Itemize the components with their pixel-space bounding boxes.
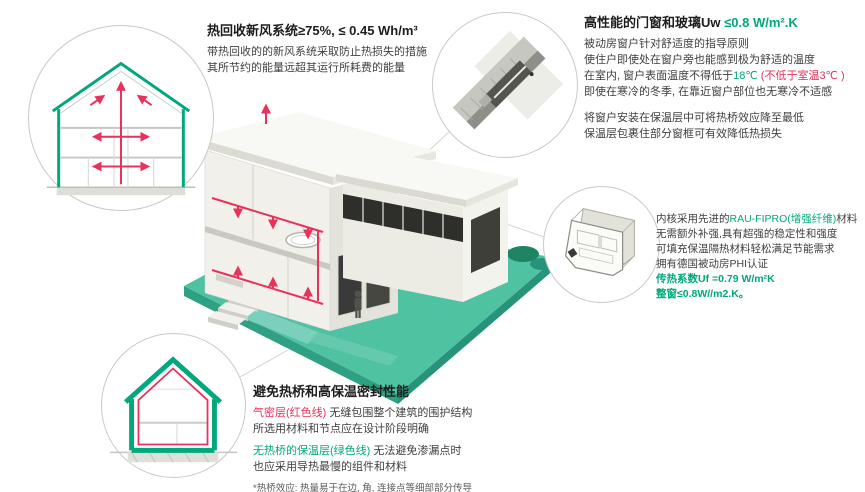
thermal-callout: 避免热桥和高保温密封性能 气密层(红色线) 无缝包围整个建筑的围护结构 所选用材… [253, 383, 593, 492]
profile-callout: 内核采用先进的RAU-FIPRO(增强纤维)材料 无需额外补强,具有超强的稳定性… [656, 212, 864, 302]
glass-pane [493, 65, 527, 99]
windows-title-value: ≤0.8 W/m².K [724, 15, 798, 30]
ventilation-detail-circle [28, 25, 214, 211]
windows-title-text: 高性能的门窗和玻璃Uw [584, 15, 725, 30]
ventilation-line: 其所节约的能量远超其运行所耗费的能量 [207, 62, 405, 74]
windows-line: 保温层包裹住部分窗框可有效降低热损失 [584, 128, 782, 140]
thermal-line: 无热桥的保温层(绿色线) 无法避免渗漏点时 [253, 443, 593, 459]
right-wing [336, 152, 518, 302]
thermal-line: 所选用材料和节点应在设计阶段明确 [253, 423, 429, 435]
ventilation-line: 带热回收的的新风系统采取防止热损失的措施 [207, 46, 427, 58]
isometric-house-illustration [168, 88, 573, 406]
windows-line: 被动房窗户针对舒适度的指导原则 [584, 38, 749, 50]
window-corner-detail-diagram [452, 30, 564, 130]
profile-front-face [564, 219, 624, 277]
profile-line: 内核采用先进的RAU-FIPRO(增强纤维)材料 [656, 212, 864, 227]
ventilation-section-diagram [46, 61, 196, 196]
profile-window-u-value: 整窗≤0.8W//m2.K。 [656, 288, 750, 300]
thermal-line-text: 无缝包围整个建筑的围护结构 [326, 407, 473, 419]
platform-side-right [398, 258, 556, 404]
window-profile-detail-circle [543, 186, 660, 303]
thermal-bridge-footnote: *热桥效应: 热量易于在边, 角, 连接点等细部部分传导 [253, 483, 473, 492]
person-figure [354, 290, 362, 318]
kitchen-counter [216, 274, 243, 288]
thermal-line: 也应采用导热最慢的组件和材料 [253, 461, 407, 473]
window-corner-detail-circle [432, 12, 578, 158]
airtight-layer-label: 气密层(红色线) [253, 407, 327, 419]
windows-line: 使住户即使处在窗户旁也能感到极为舒适的温度 [584, 54, 815, 66]
garden-path [310, 332, 398, 366]
ventilation-callout: 热回收新风系统≥75%, ≤ 0.45 Wh/m³ 带热回收的的新风系统采取防止… [207, 22, 547, 76]
profile-line: 拥有德国被动房PHI认证 [656, 258, 769, 270]
bush [507, 246, 539, 262]
house-cutaway-face [204, 149, 331, 332]
thermal-envelope-diagram [109, 356, 238, 463]
profile-line-text: 材料 [836, 213, 858, 225]
thermal-title: 避免热桥和高保温密封性能 [253, 384, 410, 399]
profile-line-text: 内核采用先进的 [656, 213, 730, 225]
profile-material-name: RAU-FIPRO(增强纤维) [729, 213, 837, 225]
ventilation-ducts [211, 197, 324, 305]
window-profile-diagram [564, 208, 635, 277]
profile-u-value: 传热系数Uf =0.79 W/m²K [656, 273, 775, 285]
windows-callout: 高性能的门窗和玻璃Uw ≤0.8 W/m².K 被动房窗户针对舒适度的指导原则 … [584, 14, 862, 142]
airflow-arrows [89, 80, 153, 185]
isometric-house-diagram [184, 103, 556, 404]
windows-line-text: 在室内, 窗户表面温度不得低于 [584, 70, 734, 82]
thermal-envelope-detail-circle [101, 333, 246, 478]
thermal-line-text: 无法避免渗漏点时 [370, 445, 462, 457]
gasket [567, 247, 578, 258]
roof-slab-wing [336, 152, 518, 200]
profile-line: 可填充保温隔热材料轻松满足节能需求 [656, 243, 835, 255]
windows-temp-note: (不低于室温3℃ ) [757, 70, 845, 82]
windows-title: 高性能的门窗和玻璃Uw ≤0.8 W/m².K [584, 14, 862, 31]
window [471, 207, 500, 273]
insulation-layer-line [124, 356, 222, 404]
windows-line: 将窗户安装在保温层中可将热桥效应降至最低 [584, 112, 804, 124]
profile-line: 无需额外补强,具有超强的稳定性和强度 [656, 228, 838, 240]
windows-temp-value: 18℃ [733, 70, 758, 82]
thermal-line: 气密层(红色线) 无缝包围整个建筑的围护结构 [253, 405, 593, 421]
roof-insulation-line [51, 61, 191, 113]
insulation-layer-label: 无热桥的保温层(绿色线) [253, 445, 371, 457]
airtight-layer-line [137, 367, 209, 446]
ventilation-title: 热回收新风系统≥75%, ≤ 0.45 Wh/m³ [207, 23, 418, 38]
windows-line: 在室内, 窗户表面温度不得低于18℃ (不低于室温3℃ ) [584, 68, 862, 84]
windows-line: 即使在寒冷的冬季, 在靠近窗户部位也无寒冷不适感 [584, 86, 833, 98]
